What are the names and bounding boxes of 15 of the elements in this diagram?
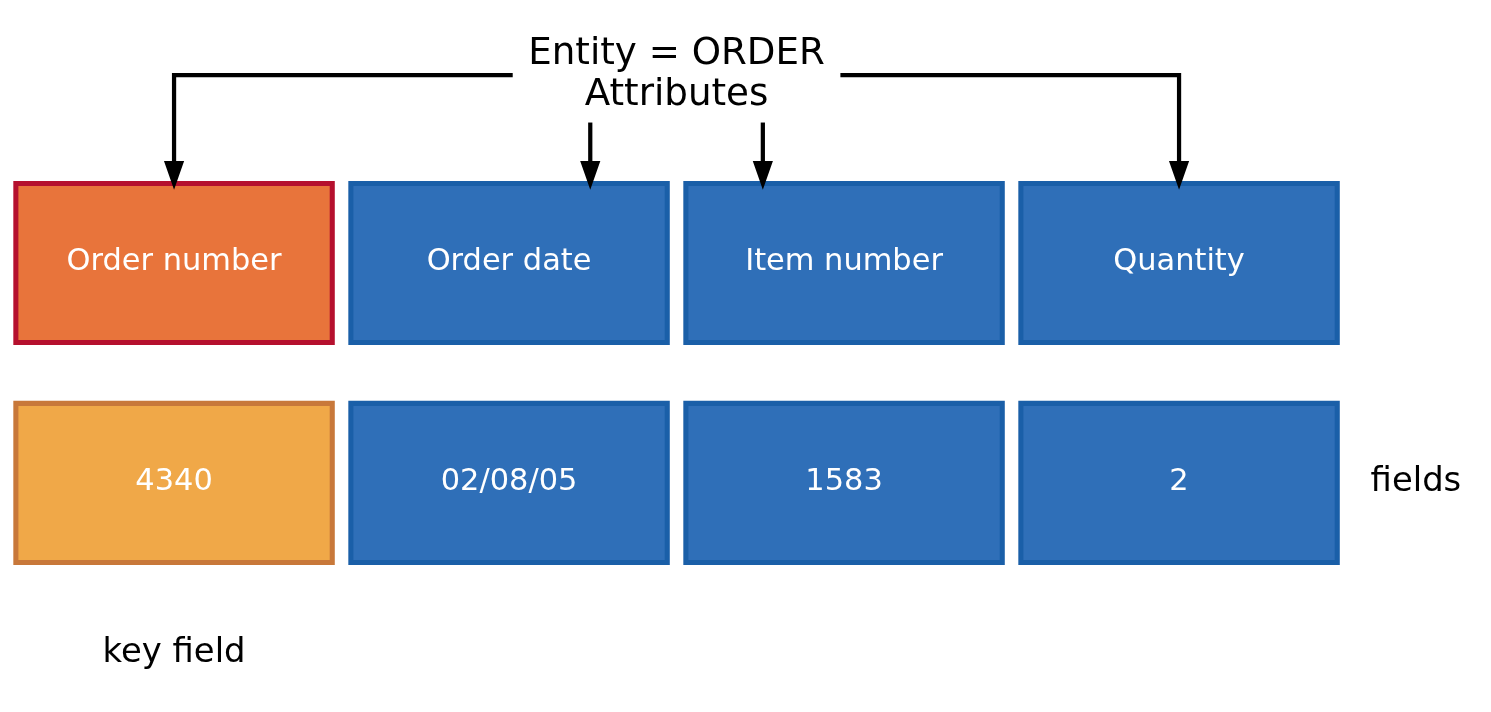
arrow [163,73,513,190]
node-box: 1583 [683,400,1005,565]
label: fields [1370,460,1462,500]
node-box: Order date [348,180,670,345]
node-box: 02/08/05 [348,400,670,565]
arrow [752,122,773,190]
node-box: Quantity [1018,180,1340,345]
node-box: Item number [683,180,1005,345]
node-box: 4340 [13,400,335,565]
arrow [840,73,1190,190]
arrow [580,122,601,190]
label: key field [102,631,246,671]
node-box: 2 [1018,400,1340,565]
node-box: Order number [13,180,335,345]
node-text: Entity = ORDER Attributes [528,29,825,114]
